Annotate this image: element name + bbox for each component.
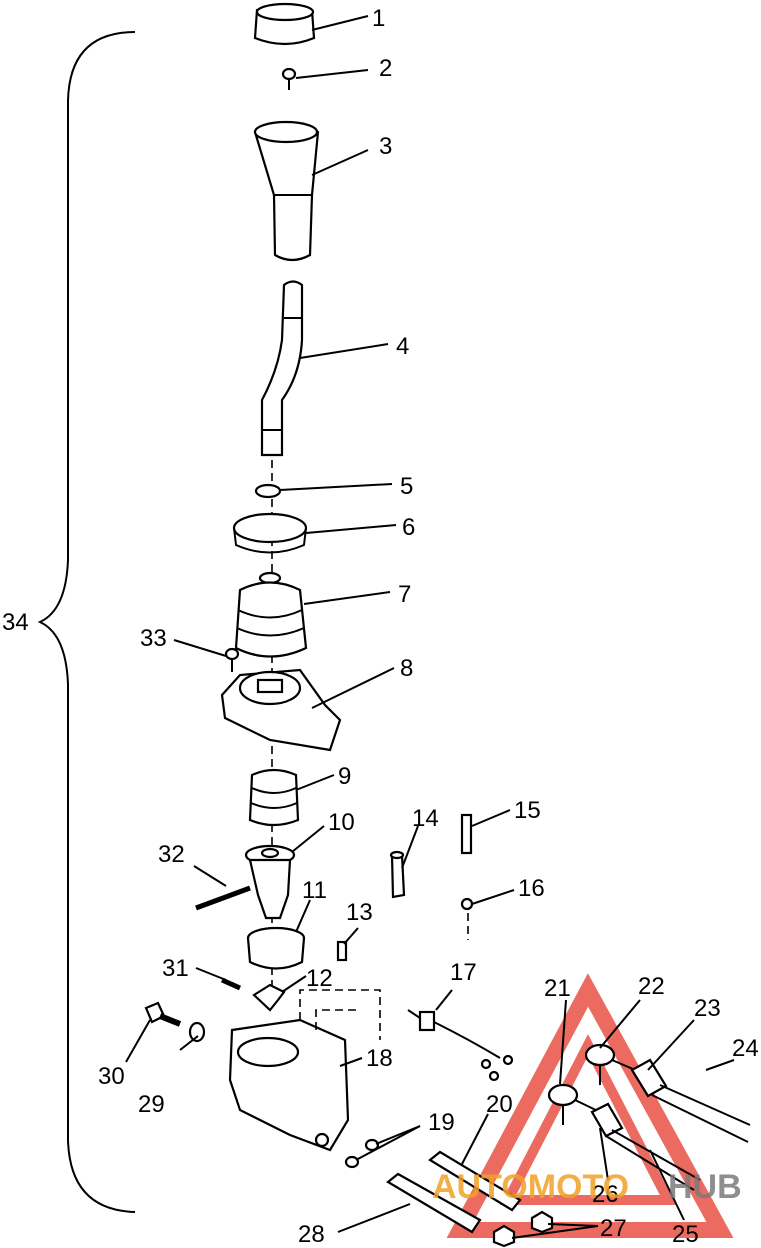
part-1-cap <box>253 2 316 46</box>
callout-26: 26 <box>592 1181 619 1208</box>
part-9-spring <box>248 768 300 827</box>
callout-10: 10 <box>328 809 355 836</box>
callout-24: 24 <box>732 1035 759 1062</box>
part-18-base <box>228 989 381 1152</box>
callout-5: 5 <box>400 473 413 500</box>
leader-lines <box>125 15 735 1239</box>
part-15-spring <box>460 813 473 855</box>
part-11-collar <box>246 926 306 970</box>
callout-labels: 1 2 3 4 5 6 7 8 9 10 11 12 13 14 15 16 1… <box>2 5 759 1248</box>
callout-28: 28 <box>298 1221 325 1248</box>
part-3-knob <box>253 120 320 262</box>
part-20-cable-end <box>428 1150 522 1212</box>
part-14-pin <box>389 850 406 899</box>
part-7-boot <box>234 571 308 658</box>
part-33-screw <box>224 647 240 672</box>
part-32-pin <box>195 885 251 911</box>
watermark-text-gray: HUB <box>668 1168 742 1206</box>
callout-14: 14 <box>412 805 439 832</box>
callout-22: 22 <box>638 973 665 1000</box>
watermark-logo <box>446 973 734 1238</box>
callout-32: 32 <box>158 841 185 868</box>
watermark-text: AUTOMOTO HUB <box>432 1168 742 1206</box>
callout-23: 23 <box>694 995 721 1022</box>
callout-18: 18 <box>366 1045 393 1072</box>
callout-9: 9 <box>338 763 351 790</box>
part-28-cable-end <box>386 1172 482 1234</box>
callout-2: 2 <box>379 55 392 82</box>
part-2-screw <box>281 67 297 90</box>
part-21-ball-joint <box>547 1083 601 1125</box>
part-5-ring <box>254 483 282 499</box>
part-29-washer <box>188 1021 206 1043</box>
callout-8: 8 <box>400 655 413 682</box>
callout-16: 16 <box>518 875 545 902</box>
callout-27: 27 <box>600 1215 627 1242</box>
part-31-pin <box>220 977 242 991</box>
callout-15: 15 <box>514 797 541 824</box>
callout-31: 31 <box>162 955 189 982</box>
callout-3: 3 <box>379 133 392 160</box>
part-6-ring <box>232 512 308 554</box>
assembly-bracket <box>37 31 136 1213</box>
part-19-clips <box>344 1138 380 1169</box>
callout-21: 21 <box>544 975 571 1002</box>
part-10-pivot <box>244 844 296 920</box>
part-27-nuts <box>492 1210 554 1248</box>
callout-20: 20 <box>486 1091 513 1118</box>
watermark-text-orange: AUTOMOTO <box>432 1168 629 1206</box>
callout-13: 13 <box>346 899 373 926</box>
callout-33: 33 <box>140 625 167 652</box>
callout-25: 25 <box>672 1221 699 1248</box>
part-24-cable <box>630 1058 751 1143</box>
part-8-housing <box>220 668 342 752</box>
callout-19: 19 <box>428 1109 455 1136</box>
callout-4: 4 <box>396 333 409 360</box>
part-4-lever <box>260 280 304 457</box>
part-25-cable <box>590 1102 701 1191</box>
callout-29: 29 <box>138 1091 165 1118</box>
callout-7: 7 <box>398 581 411 608</box>
part-16-ball <box>460 897 474 911</box>
callout-1: 1 <box>372 5 385 32</box>
part-30-bolt <box>144 1001 182 1027</box>
callout-17: 17 <box>450 959 477 986</box>
callout-30: 30 <box>98 1063 125 1090</box>
part-13-spring <box>336 940 348 962</box>
callout-34: 34 <box>2 609 29 636</box>
callout-11: 11 <box>302 877 327 904</box>
part-12-detent <box>252 983 286 1012</box>
callout-12: 12 <box>306 965 333 992</box>
part-17-switch <box>407 1009 514 1082</box>
callout-6: 6 <box>402 514 415 541</box>
